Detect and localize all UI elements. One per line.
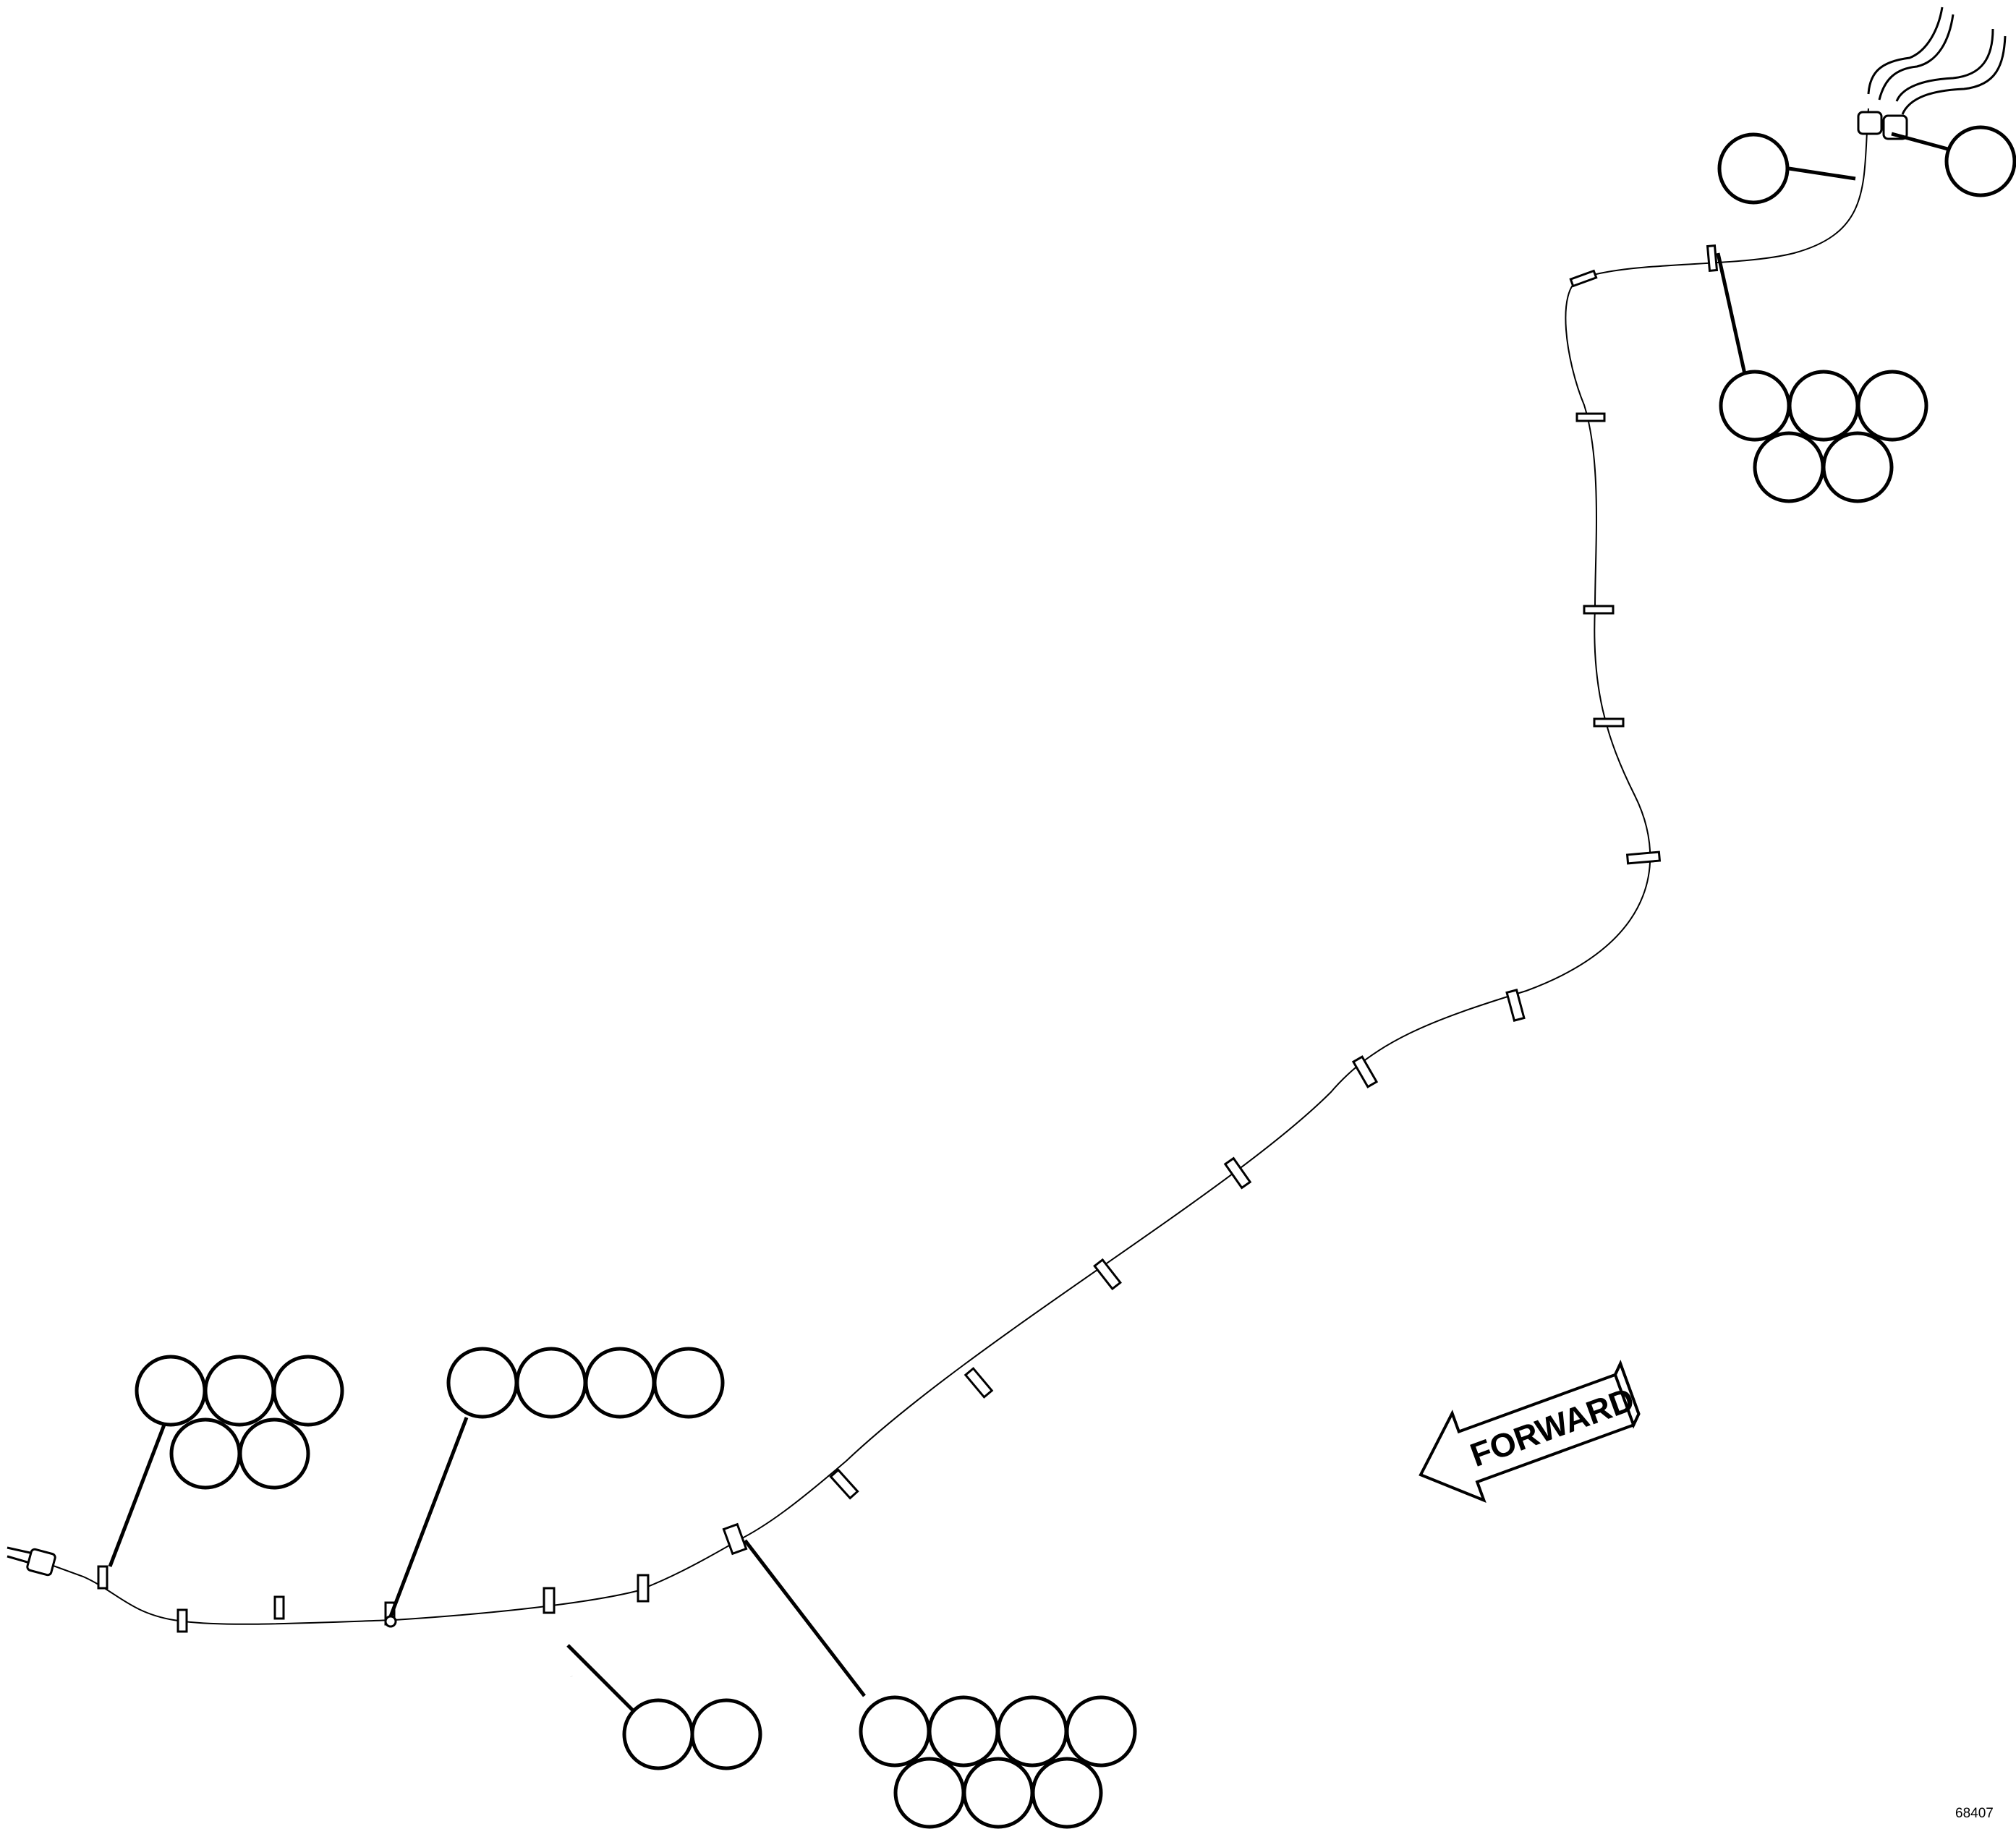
callout-bubble: [927, 1695, 1000, 1768]
tube-end-top-right: [1895, 28, 2007, 115]
callout-bubble: [1944, 125, 2016, 197]
tube-clip: [964, 1367, 994, 1399]
callout-bubble: [1856, 370, 1928, 442]
callout-bubble: [1821, 431, 1894, 503]
leader-lines: [108, 132, 1954, 1730]
tube-bundle: [7, 7, 2007, 1678]
callout-bubble: [515, 1347, 587, 1419]
callout-bubble: [1753, 431, 1825, 503]
callout-bubble: [238, 1417, 310, 1490]
tube-line-a-center: [43, 108, 1869, 1625]
tube-clip: [1706, 244, 1719, 272]
leader-line: [1716, 252, 1747, 375]
tube-clip: [1625, 850, 1662, 865]
tube-clip: [637, 1574, 650, 1603]
tube-clip: [97, 1565, 109, 1590]
tube-clip: [1583, 605, 1615, 615]
tube-clip: [1093, 1258, 1122, 1291]
callout-group-top-right-cluster: [1719, 370, 1928, 503]
tube-clip: [543, 1587, 556, 1614]
callout-bubble: [859, 1695, 931, 1768]
callout-group-top-single: [1717, 125, 2016, 205]
mount-bolt: [384, 1615, 397, 1628]
fitting-nut-bottom: [26, 1548, 56, 1577]
callout-bubble: [1065, 1695, 1137, 1768]
tube-clip: [1593, 717, 1625, 728]
callout-bubble: [1719, 370, 1791, 442]
callout-bubble: [203, 1355, 276, 1427]
tube-line-b: [566, 115, 1898, 1677]
callout-bubble: [1031, 1757, 1103, 1829]
callout-bubble: [169, 1417, 242, 1490]
callout-group-bottom-center-cluster: [859, 1695, 1137, 1829]
tube-end-top-left: [1867, 7, 1955, 101]
callout-bubble: [1717, 132, 1790, 205]
tube-clip: [273, 1595, 285, 1620]
callout-bubble: [652, 1347, 725, 1419]
fitting-nut-left: [1857, 111, 1883, 135]
callout-bubble: [893, 1757, 966, 1829]
callout-group-bottom-row-four: [446, 1347, 725, 1419]
forward-arrow-icon: FORWARD: [1419, 1360, 1641, 1503]
callout-bubble: [1787, 370, 1860, 442]
leader-line: [1788, 166, 1856, 181]
callout-bubble: [690, 1698, 762, 1770]
tube-line-b-inner: [563, 115, 1900, 1678]
tube-clip: [829, 1468, 859, 1500]
tube-clip: [1505, 989, 1526, 1022]
tube-clip: [722, 1522, 748, 1556]
figure-number: 68407: [1955, 1806, 1994, 1821]
callout-bubble: [446, 1347, 519, 1419]
fitting-nut-right: [1882, 114, 1908, 140]
callout-bubble: [272, 1355, 344, 1427]
callout-group-bottom-left-cluster: [135, 1355, 344, 1490]
leader-line: [108, 1424, 166, 1567]
tube-clip: [1575, 412, 1606, 422]
callout-bubble: [996, 1695, 1068, 1768]
tube-clip: [1569, 269, 1598, 288]
clip-group: [97, 244, 1719, 1633]
tube-clip: [1223, 1156, 1252, 1190]
callout-bubble: [962, 1757, 1034, 1829]
leader-line: [1891, 132, 1954, 153]
leader-line: [388, 1417, 469, 1617]
tube-clip: [176, 1608, 188, 1633]
callout-group-bottom-pair: [622, 1698, 762, 1770]
leader-line: [744, 1539, 866, 1697]
callout-bubble: [584, 1347, 656, 1419]
callout-bubble: [135, 1355, 207, 1427]
callout-bubble: [622, 1698, 694, 1770]
tube-clip: [1351, 1055, 1379, 1088]
